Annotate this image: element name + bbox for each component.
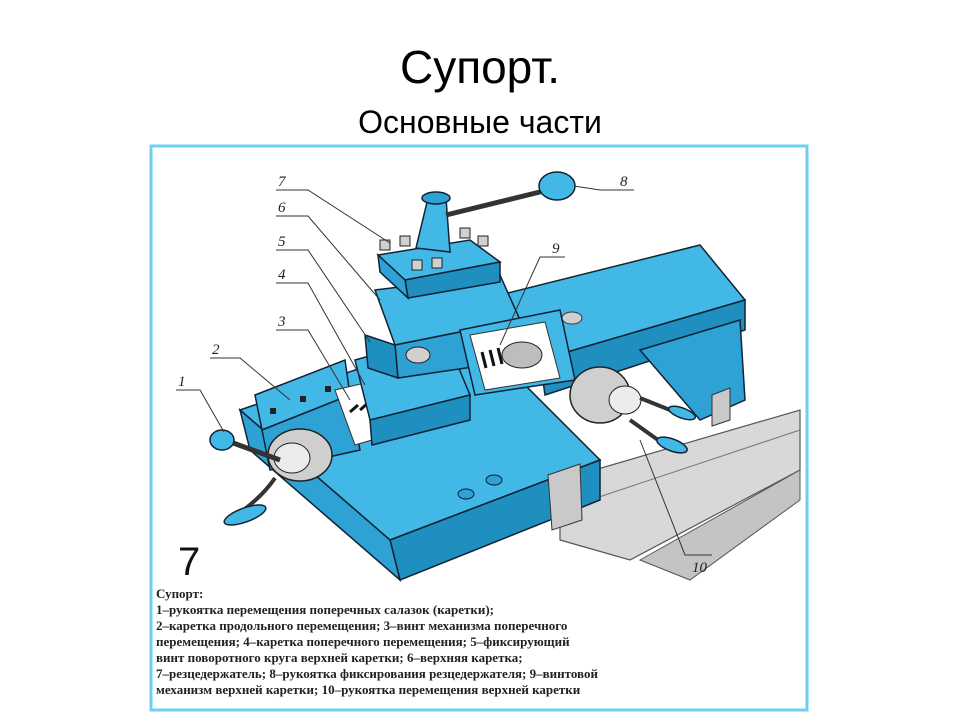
- page-title: Супорт.: [399, 41, 561, 93]
- cross-feed-handwheel: [209, 428, 333, 526]
- lathe-bed: [559, 409, 801, 581]
- caption-line: 1–рукоятка перемещения поперечных салазо…: [156, 602, 495, 617]
- caption-line: Супорт:: [156, 586, 204, 601]
- page-subtitle: Основные части: [358, 104, 602, 140]
- label-5: 5: [278, 234, 286, 250]
- leader-lines: [176, 185, 712, 556]
- label-4: 4: [278, 267, 286, 283]
- caption-line: 7–резцедержатель; 8–рукоятка фиксировани…: [156, 666, 598, 681]
- caption-line: винт поворотного круга верхней каретки; …: [156, 650, 523, 665]
- caption-line: перемещения; 4–каретка поперечного перем…: [156, 634, 570, 649]
- label-1: 1: [178, 374, 186, 390]
- label-2: 2: [212, 342, 220, 358]
- label-8: 8: [620, 174, 628, 190]
- caption-line: механизм верхней каретки; 10–рукоятка пе…: [156, 682, 581, 697]
- label-3: 3: [277, 314, 286, 330]
- label-10: 10: [692, 560, 708, 576]
- label-9: 9: [552, 241, 560, 257]
- upper-carriage-handwheel: [569, 366, 697, 454]
- figure-frame: [149, 144, 809, 712]
- label-7: 7: [278, 174, 287, 190]
- tool-post: [376, 171, 576, 301]
- figure-caption: Супорт: 1–рукоятка перемещения поперечны…: [156, 586, 796, 698]
- figure-number: 7: [178, 540, 200, 584]
- label-6: 6: [278, 200, 286, 216]
- upper-screw-mechanism: [469, 321, 561, 391]
- caption-line: 2–каретка продольного перемещения; 3–вин…: [156, 618, 568, 633]
